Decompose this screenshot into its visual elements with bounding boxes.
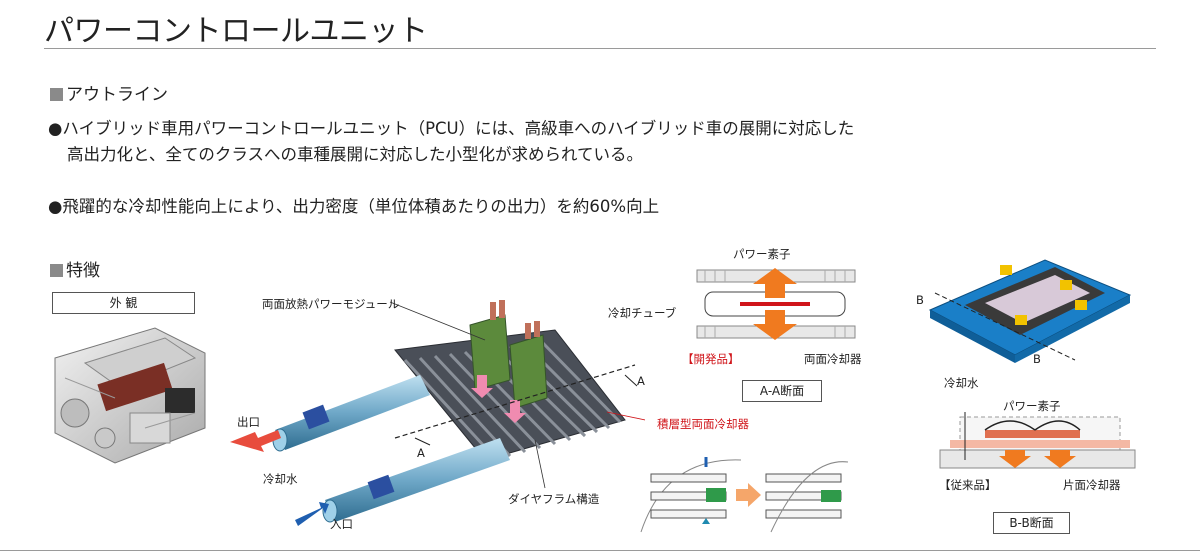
section-mark-b-top: B [916, 293, 924, 307]
bottom-divider [0, 550, 1200, 551]
bb-power-element-label: パワー素子 [1003, 399, 1061, 413]
section-mark-a-right: A [637, 374, 645, 388]
outline-heading: アウトライン [50, 80, 168, 105]
diaphragm-label: ダイヤフラム構造 [508, 492, 600, 506]
outline-bullet-2: ●飛躍的な冷却性能向上により、出力密度（単位体積あたりの出力）を約60%向上 [48, 197, 660, 216]
power-modules [469, 300, 548, 409]
diaphragm-detail-diagram [640, 457, 849, 533]
features-heading-text: 特徴 [66, 261, 100, 281]
outlet-arrow [230, 430, 281, 452]
aa-power-element-label: パワー素子 [733, 247, 791, 261]
section-mark-a-left: A [417, 446, 425, 460]
features-heading: 特徴 [50, 256, 100, 281]
outline-heading-text: アウトライン [66, 85, 168, 105]
stacked-cooler-diagram [230, 300, 645, 526]
outline-bullet-1-line-1: ●ハイブリッド車用パワーコントロールユニット（PCU）には、高級車へのハイブリッ… [48, 119, 855, 138]
outlet-label: 出口 [237, 415, 260, 429]
cooler-fins [394, 329, 626, 461]
outlet-pipe [275, 375, 430, 450]
square-bullet-icon [50, 88, 63, 101]
section-mark-b-bottom: B [1033, 352, 1041, 366]
module-label: 両面放熱パワーモジュール [262, 297, 400, 311]
bb-conventional-label: 【従来品】 [939, 478, 997, 492]
title-divider [44, 48, 1156, 49]
outline-bullet-1-line-2: 高出力化と、全てのクラスへの車種展開に対応した小型化が求められている。 [67, 145, 644, 164]
bb-module-diagram [928, 259, 1132, 363]
inlet-label: 入口 [330, 517, 353, 531]
aa-double-sided-label: 両面冷却器 [804, 352, 862, 366]
bb-single-sided-label: 片面冷却器 [1063, 478, 1121, 492]
page-title: パワーコントロールユニット [44, 14, 428, 49]
aa-section-diagram [696, 268, 856, 340]
exterior-label: 外 観 [52, 292, 195, 314]
transform-arrow-icon [736, 483, 761, 507]
coolant-label: 冷却水 [263, 472, 298, 486]
bb-section-caption: B-B断面 [993, 512, 1070, 534]
inlet-pipe [325, 438, 510, 522]
inlet-arrow [295, 502, 329, 526]
pcu-exterior-illustration [54, 327, 206, 464]
square-bullet-icon [50, 264, 63, 277]
aa-developed-label: 【開発品】 [682, 352, 740, 366]
aa-cooling-tube-label: 冷却チューブ [608, 306, 677, 320]
stacked-cooler-label: 積層型両面冷却器 [657, 417, 749, 431]
bb-section-diagram [939, 412, 1136, 469]
aa-section-caption: A-A断面 [742, 380, 822, 402]
bb-coolant-label: 冷却水 [944, 376, 979, 390]
